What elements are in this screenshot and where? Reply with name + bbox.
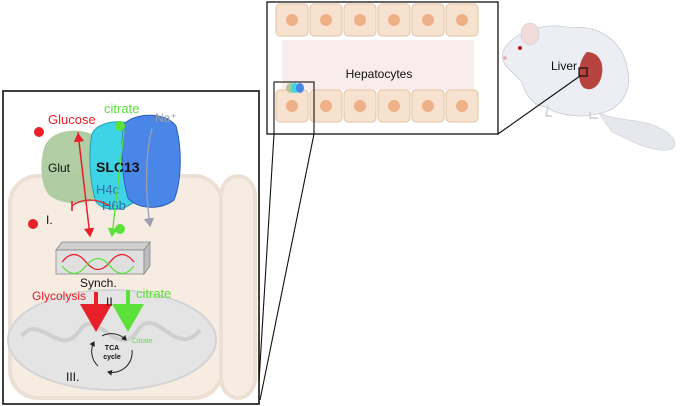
- sodium-label: Na⁺: [155, 111, 177, 125]
- citrate-molecule-inside: [115, 224, 125, 234]
- cycle-label: cycle: [103, 354, 121, 361]
- slc13-transporter: [89, 114, 181, 210]
- tca-cycle: [89, 333, 133, 376]
- h4c-label: H4c: [96, 182, 120, 197]
- hepatocyte-nucleus: [388, 100, 400, 112]
- step-one-label: I.: [46, 213, 53, 227]
- slc13-label: SLC13: [96, 159, 140, 175]
- citrate-small-label: Citrate: [132, 338, 153, 345]
- hepatocyte-nucleus: [354, 100, 366, 112]
- hepatocyte-row-top: [275, 3, 479, 37]
- cell-detail-panel: [2, 90, 260, 405]
- sodium-uptake-arrow: [143, 127, 155, 228]
- step-three-label: III.: [66, 370, 79, 384]
- hepatocyte-nucleus: [286, 14, 298, 26]
- liver-label: Liver: [551, 59, 577, 73]
- mouse-illustration: [502, 22, 676, 151]
- glucose-label: Glucose: [48, 112, 96, 127]
- mitochondrion: [7, 289, 217, 391]
- citrate-molecule-outside: [115, 121, 125, 131]
- citrate-uptake-arrow: [107, 129, 125, 238]
- citrate-top-label: citrate: [104, 101, 139, 116]
- hepatocyte-nucleus: [422, 14, 434, 26]
- zoom-square-marker: [578, 67, 588, 77]
- hepatocyte-nucleus: [320, 100, 332, 112]
- synch-label: Synch.: [80, 276, 117, 290]
- hepatocytes-panel: [266, 1, 499, 135]
- h6b-label: H6b: [102, 198, 126, 213]
- hepatocyte-nucleus: [354, 14, 366, 26]
- hepatocyte-nucleus: [456, 100, 468, 112]
- zoom-line-right: [259, 133, 315, 401]
- liver-zoom-line: [497, 75, 581, 135]
- liver-organ-icon: [578, 52, 603, 90]
- step-two-label: II.: [106, 295, 116, 309]
- glut-transporter: [41, 130, 102, 204]
- hepatocyte-nucleus: [320, 14, 332, 26]
- hepatocyte-nucleus: [422, 100, 434, 112]
- glucose-molecule-inside: [28, 219, 38, 229]
- hepatocytes-label: Hepatocytes: [346, 67, 413, 81]
- hepatocyte-nucleus: [456, 14, 468, 26]
- hepatocyte-row-bottom: [275, 89, 479, 123]
- glucose-efflux-arrow: [73, 132, 91, 237]
- inhibition-arc: [71, 199, 111, 207]
- zoom-line-left: [257, 133, 275, 399]
- hepatocyte-nucleus: [286, 100, 298, 112]
- hepatocyte-nucleus: [388, 14, 400, 26]
- glycolysis-label: Glycolysis: [32, 289, 86, 303]
- glut-label: Glut: [48, 161, 71, 175]
- citrate-mid-label: citrate: [136, 286, 171, 301]
- tca-label: TCA: [105, 345, 119, 352]
- glucose-molecule-outside: [34, 127, 44, 137]
- mini-transporter-icon: [286, 83, 304, 93]
- cell-zoom-square: [273, 81, 315, 135]
- synchronization-box: [55, 240, 151, 276]
